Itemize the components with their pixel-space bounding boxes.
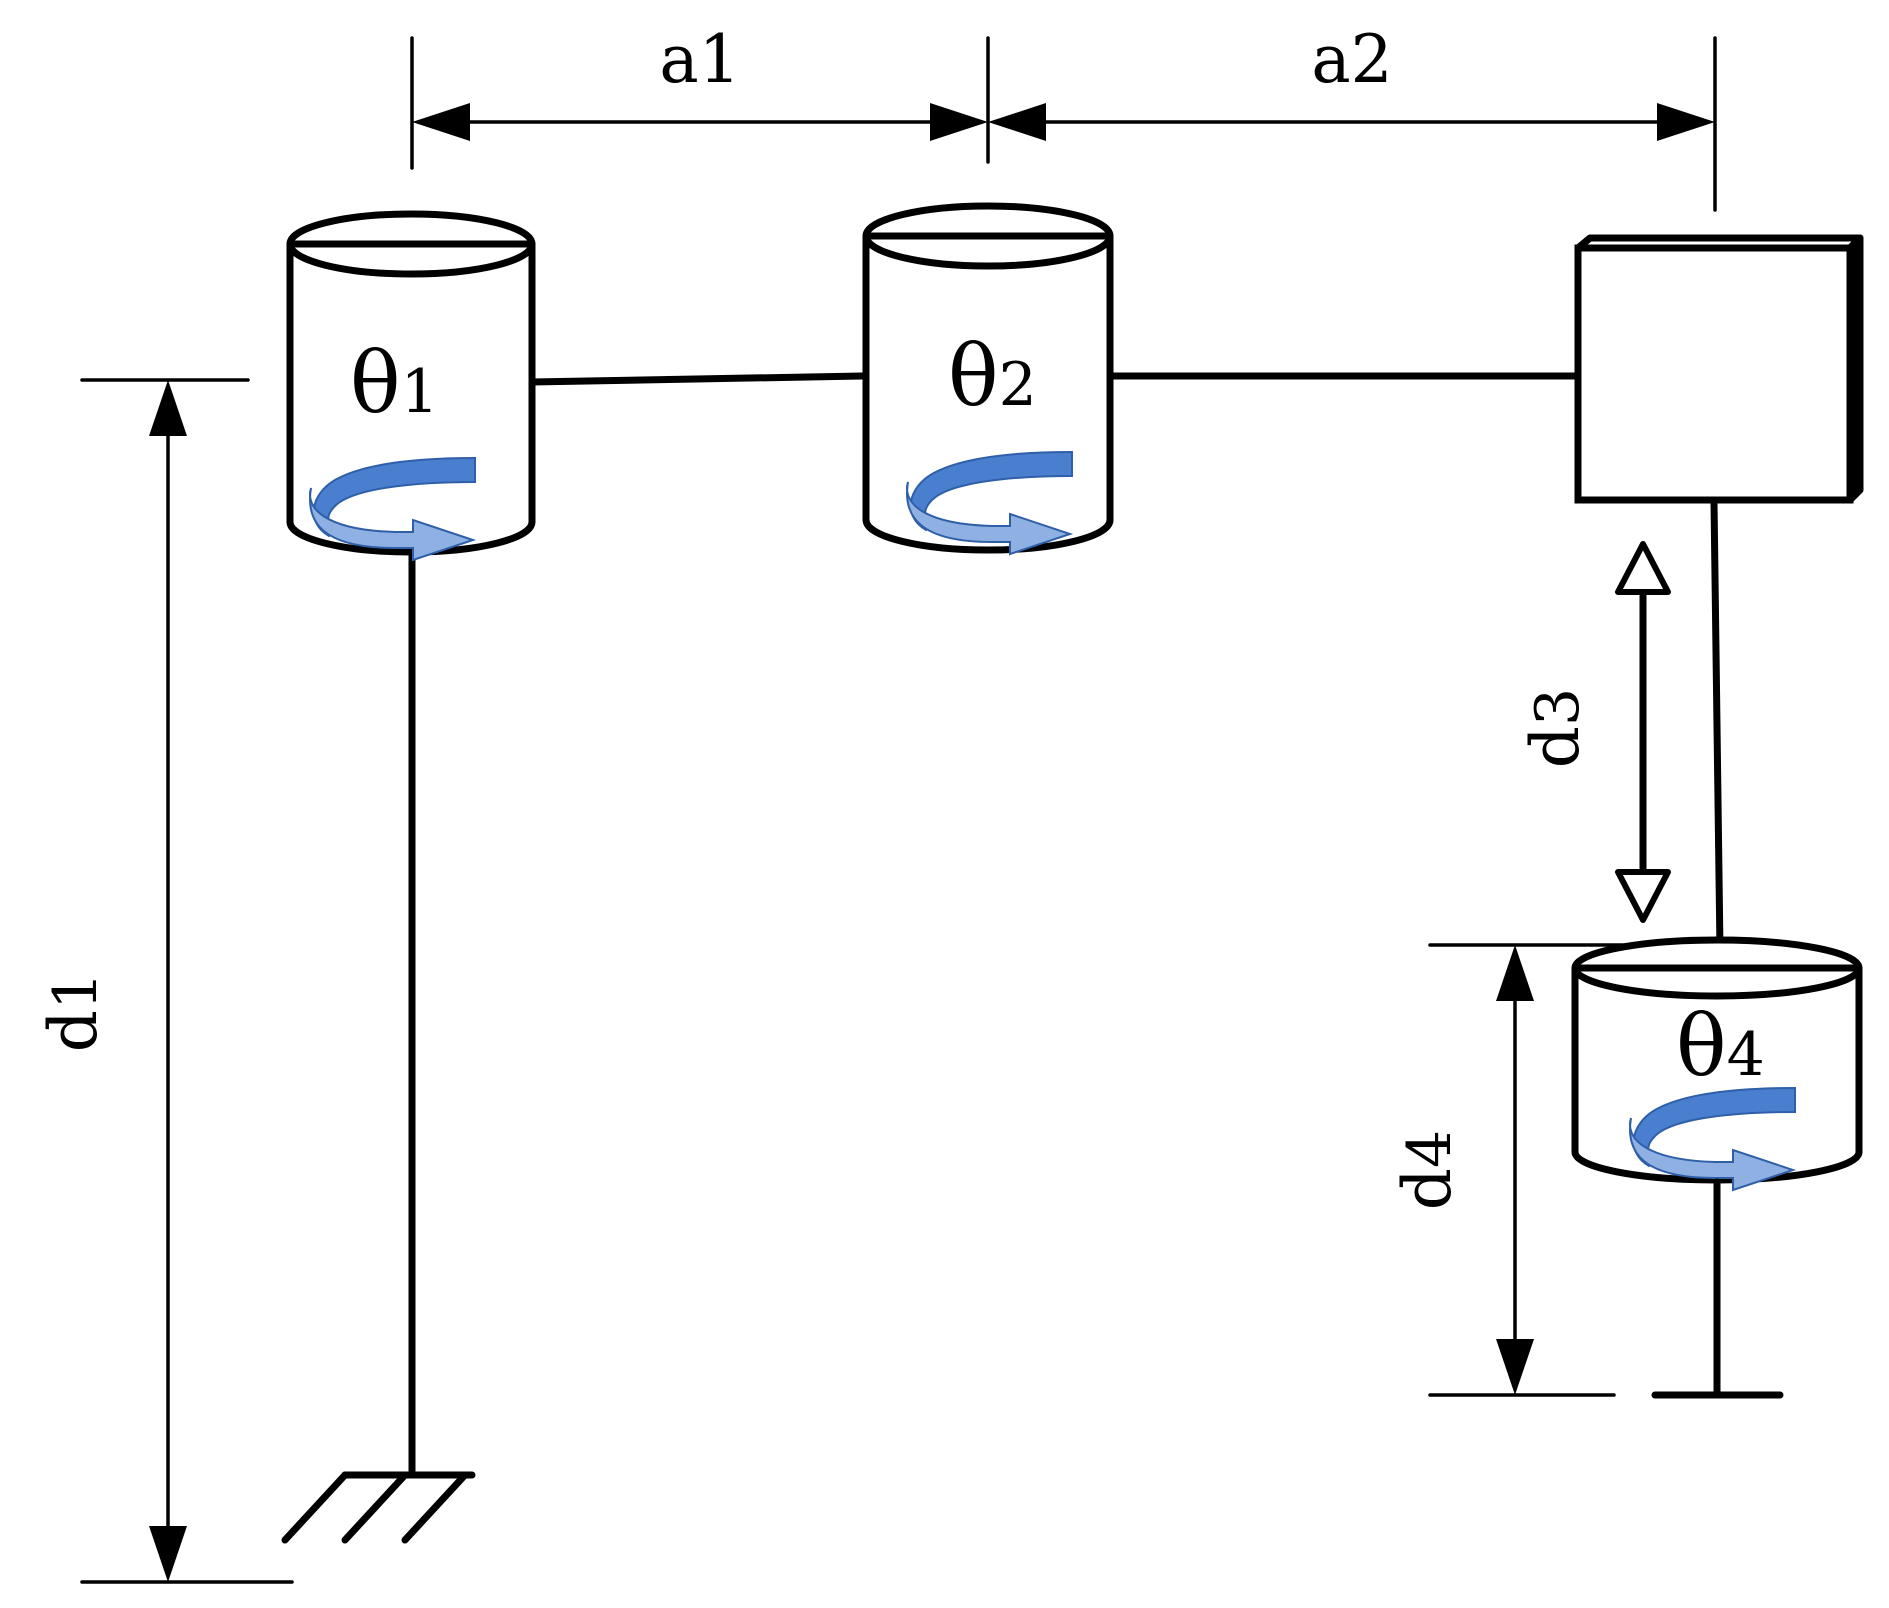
link-a1 — [528, 372, 866, 386]
d1-arrowhead-top — [149, 380, 187, 436]
theta1-label: θ1 — [350, 334, 439, 432]
d4-arrowhead-top — [1496, 945, 1534, 1001]
prismatic-shaft — [1710, 498, 1724, 954]
theta2-label: θ2 — [948, 327, 1037, 425]
dimension-d1: d1 — [35, 378, 294, 1584]
prismatic-arrow-icon — [1615, 541, 1671, 923]
a2-arrowhead-right — [1657, 103, 1715, 141]
rotation-arrow-icon — [309, 456, 477, 562]
dimension-a1-a2: a1 a2 — [410, 21, 1717, 212]
d4-label: d4 — [1389, 1130, 1466, 1210]
ground-icon — [281, 1471, 476, 1544]
a1-label: a1 — [659, 21, 740, 98]
d1-label: d1 — [35, 972, 112, 1052]
joint4-cylinder: θ4 — [1571, 936, 1863, 1192]
theta4-label: θ4 — [1676, 997, 1765, 1095]
end-effector — [1651, 1178, 1784, 1399]
dimension-d4: d4 — [1389, 943, 1722, 1397]
d1-arrowhead-bottom — [149, 1526, 187, 1582]
rotation-arrow-icon — [906, 450, 1074, 556]
rotation-arrow-icon — [1629, 1086, 1797, 1192]
a1-arrowhead-right — [930, 103, 988, 141]
prismatic-block — [1574, 234, 1864, 504]
a2-label: a2 — [1311, 21, 1392, 98]
joint2-cylinder: θ2 — [862, 202, 1114, 556]
a1-arrowhead-left — [412, 103, 470, 141]
joint1-cylinder: θ1 — [286, 210, 536, 562]
a2-arrowhead-left — [988, 103, 1046, 141]
d3-label: d3 — [1517, 688, 1594, 768]
d4-arrowhead-bottom — [1496, 1339, 1534, 1395]
